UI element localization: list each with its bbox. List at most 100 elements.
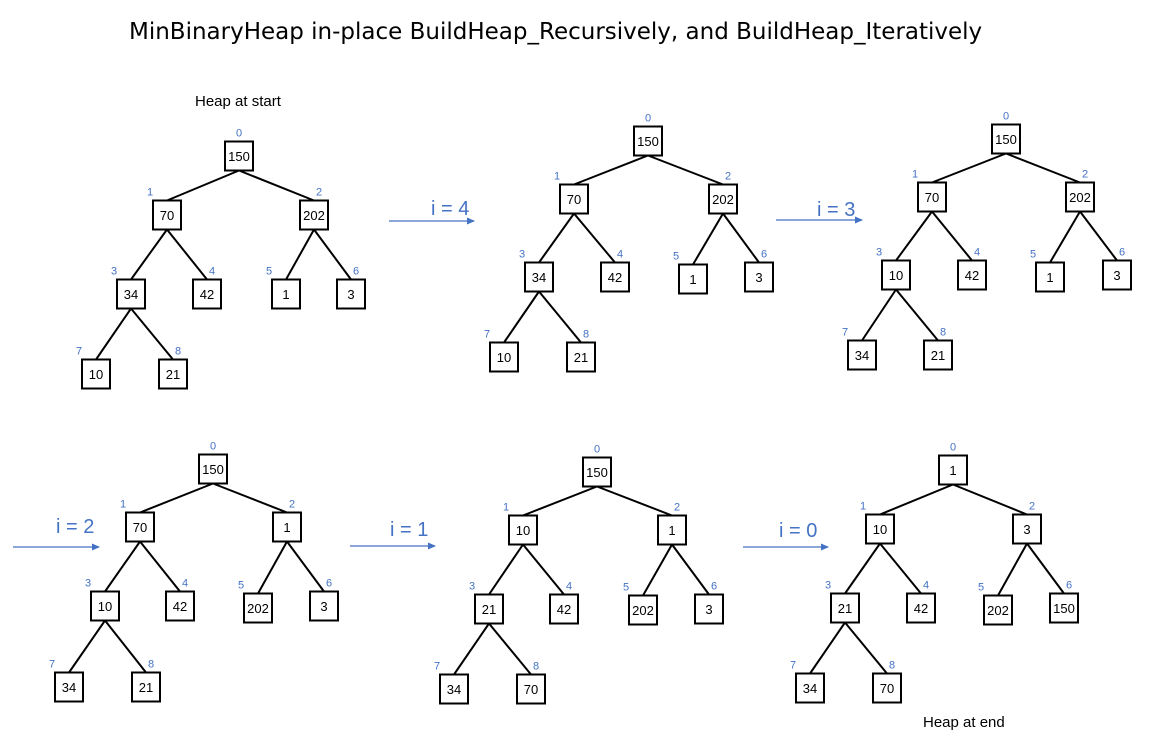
node-index: 1 [860, 501, 866, 513]
node-box [192, 278, 222, 310]
heap-node: 15 [673, 251, 708, 295]
node-index: 5 [673, 251, 679, 263]
heap-node: 424 [600, 249, 630, 293]
step-label: i = 4 [431, 198, 469, 220]
node-box [633, 125, 663, 157]
node-box [847, 339, 877, 371]
step-i-3: i = 3 [776, 199, 863, 224]
caption-heap-at-end: Heap at end [923, 714, 1005, 731]
node-box [708, 183, 738, 215]
node-box [309, 590, 339, 622]
heap-node: 424 [957, 247, 987, 291]
node-box [917, 181, 947, 213]
node-index: 5 [1030, 249, 1036, 261]
node-index: 6 [353, 266, 359, 278]
tree-edge [573, 212, 616, 264]
tree-edge [1026, 542, 1065, 595]
heap-node: 424 [165, 578, 195, 622]
tree-edge [68, 619, 106, 674]
node-box [1049, 592, 1079, 624]
heap-node: 347 [434, 661, 469, 705]
node-box [983, 594, 1013, 626]
diagram-title: MinBinaryHeap in-place BuildHeap_Recursi… [129, 19, 982, 45]
node-value: 1 [949, 463, 956, 478]
node-box [81, 358, 111, 390]
tree-edge [286, 540, 325, 593]
node-index: 2 [1082, 169, 1088, 181]
tree-edge [671, 543, 710, 596]
node-index: 1 [554, 171, 560, 183]
node-box [516, 673, 546, 705]
heap-node: 424 [192, 266, 222, 310]
node-index: 3 [85, 578, 91, 590]
node-box [566, 341, 596, 373]
node-box [694, 593, 724, 625]
tree-edge [809, 621, 846, 675]
tree-edge [931, 152, 1007, 184]
node-value: 34 [532, 270, 546, 285]
tree-edge [95, 307, 132, 361]
tree-edge [453, 622, 490, 676]
node-box [439, 673, 469, 705]
node-index: 0 [210, 441, 216, 453]
node-value: 3 [705, 602, 712, 617]
tree-edge [313, 228, 352, 281]
node-value: 150 [228, 149, 250, 164]
heap-node: 12 [272, 499, 302, 543]
tree-edge [931, 210, 973, 262]
heap-node: 218 [566, 329, 596, 373]
node-value: 150 [1053, 601, 1075, 616]
node-box [957, 259, 987, 291]
trees-layer: 1500701202234342415361072181500701202234… [49, 111, 1132, 705]
node-value: 42 [173, 599, 187, 614]
node-value: 34 [124, 287, 138, 302]
node-index: 5 [238, 580, 244, 592]
heap-node: 10 1 [860, 501, 895, 545]
node-index: 1 [912, 169, 918, 181]
heap-node: 701 [147, 187, 182, 231]
node-box [272, 511, 302, 543]
node-value: 10 [873, 522, 887, 537]
node-box [559, 183, 589, 215]
node-box [524, 261, 554, 293]
node-index: 3 [111, 266, 117, 278]
node-index: 0 [1003, 111, 1009, 123]
node-index: 1 [503, 502, 509, 514]
node-box [881, 259, 911, 291]
node-box [830, 592, 860, 624]
node-value: 34 [803, 681, 817, 696]
node-index: 6 [326, 578, 332, 590]
node-index: 4 [209, 266, 215, 278]
node-value: 34 [855, 348, 869, 363]
node-box [152, 199, 182, 231]
heap-node: 36 [694, 581, 724, 625]
tree-edge [844, 542, 881, 595]
step-i-2: i = 2 [13, 516, 100, 551]
node-box [872, 672, 902, 704]
node-value: 21 [574, 350, 588, 365]
node-box [991, 123, 1021, 155]
node-value: 42 [914, 601, 928, 616]
node-box [582, 456, 612, 488]
node-value: 70 [133, 520, 147, 535]
heap-node: 701 [120, 499, 155, 543]
node-value: 202 [247, 601, 269, 616]
node-value: 21 [166, 367, 180, 382]
node-index: 8 [533, 661, 539, 673]
tree-edge [573, 154, 649, 186]
heap-node: 36 [309, 578, 339, 622]
tree-edge [538, 212, 575, 264]
tree-edge [139, 540, 181, 593]
heap-node: 424 [549, 581, 579, 625]
heap-node: 34 3 [111, 266, 146, 310]
node-box [795, 672, 825, 704]
node-value: 10 [89, 367, 103, 382]
node-value: 3 [755, 270, 762, 285]
tree-edge [257, 541, 288, 594]
tree-edge [522, 485, 598, 517]
node-box [1035, 261, 1065, 293]
tree-edge [1049, 210, 1081, 264]
